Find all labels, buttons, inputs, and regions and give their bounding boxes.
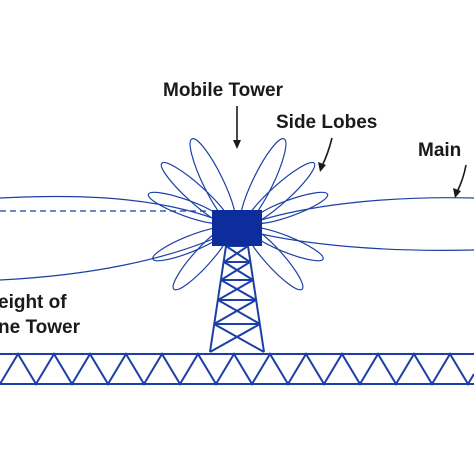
height-of-tower-label-line1: eight of bbox=[0, 292, 67, 313]
mobile-tower-arrow bbox=[233, 106, 241, 149]
antenna-box bbox=[212, 210, 262, 246]
main-lobe-arrow bbox=[453, 164, 467, 198]
side-lobes-label: Side Lobes bbox=[276, 112, 377, 133]
main-lobe-left bbox=[0, 195, 238, 281]
pointer-arrows bbox=[233, 106, 467, 198]
main-lobe-right bbox=[236, 197, 474, 251]
height-of-tower-label-line2: ne Tower bbox=[0, 317, 81, 338]
ground-truss bbox=[0, 352, 474, 386]
mobile-tower-label: Mobile Tower bbox=[163, 80, 284, 101]
side-lobes-arrow bbox=[318, 137, 333, 172]
main-lobe-label: Main bbox=[418, 140, 461, 161]
tower-structure bbox=[209, 245, 265, 353]
